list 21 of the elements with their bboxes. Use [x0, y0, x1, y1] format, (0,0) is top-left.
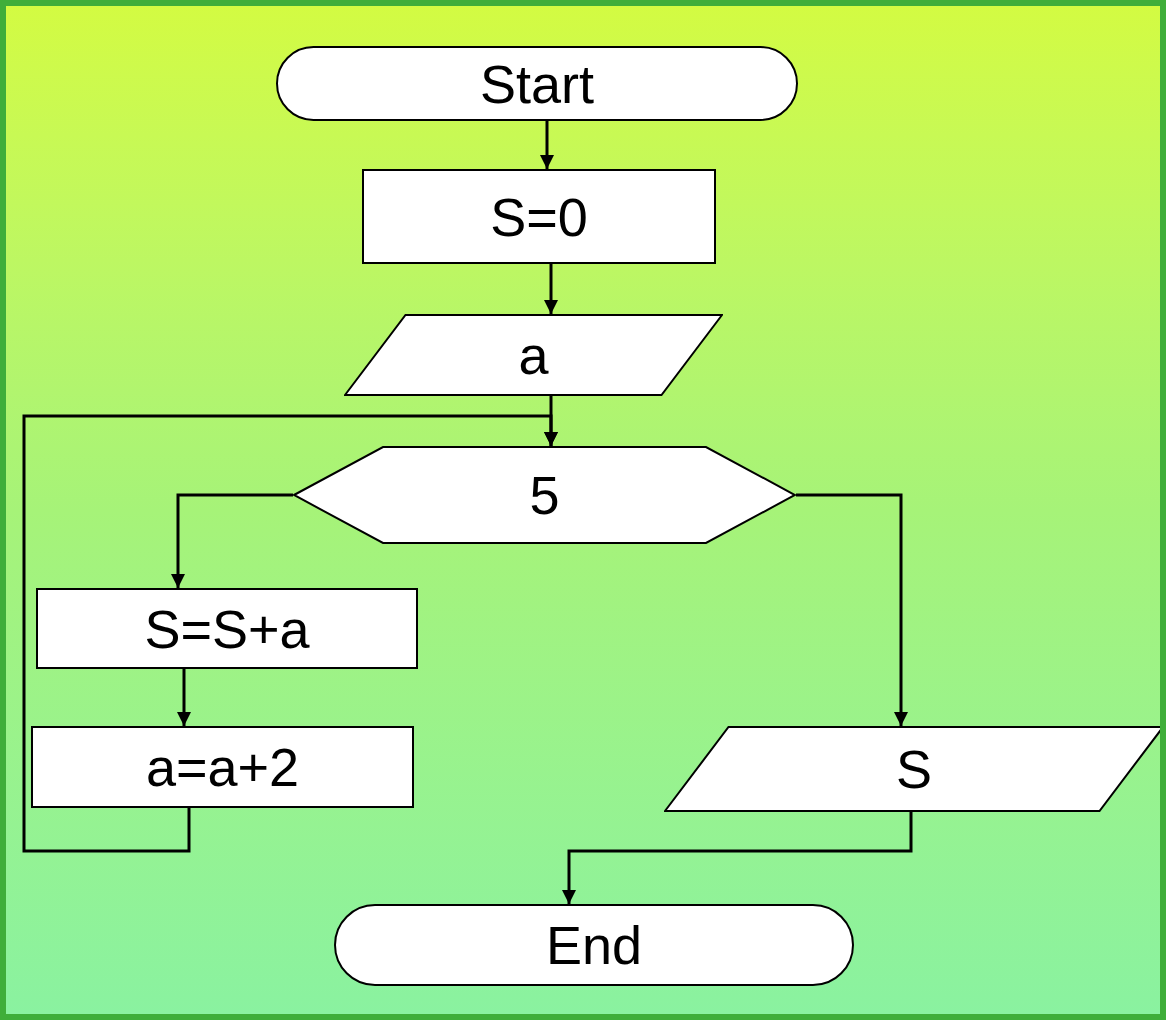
input-output-parallelogram: [664, 726, 1160, 812]
process-box: [31, 726, 414, 808]
arrow: [796, 493, 908, 726]
arrow: [171, 493, 293, 588]
arrow: [540, 121, 554, 169]
node-label: 5: [529, 468, 560, 522]
process-box: [362, 169, 716, 264]
node-label: S: [896, 742, 932, 796]
arrow: [22, 414, 558, 853]
arrow: [177, 669, 191, 726]
node-label: a=a+2: [145, 740, 300, 794]
node-label: End: [545, 918, 643, 972]
loop-hexagon: [293, 446, 796, 544]
arrow: [562, 812, 913, 904]
process-box: [36, 588, 418, 669]
arrow: [544, 264, 558, 314]
node-label: Start: [479, 56, 594, 111]
node-label: a: [518, 328, 549, 382]
input-output-parallelogram: [344, 314, 723, 396]
node-label: S=0: [490, 189, 588, 244]
node-label: S=S+a: [144, 601, 310, 656]
